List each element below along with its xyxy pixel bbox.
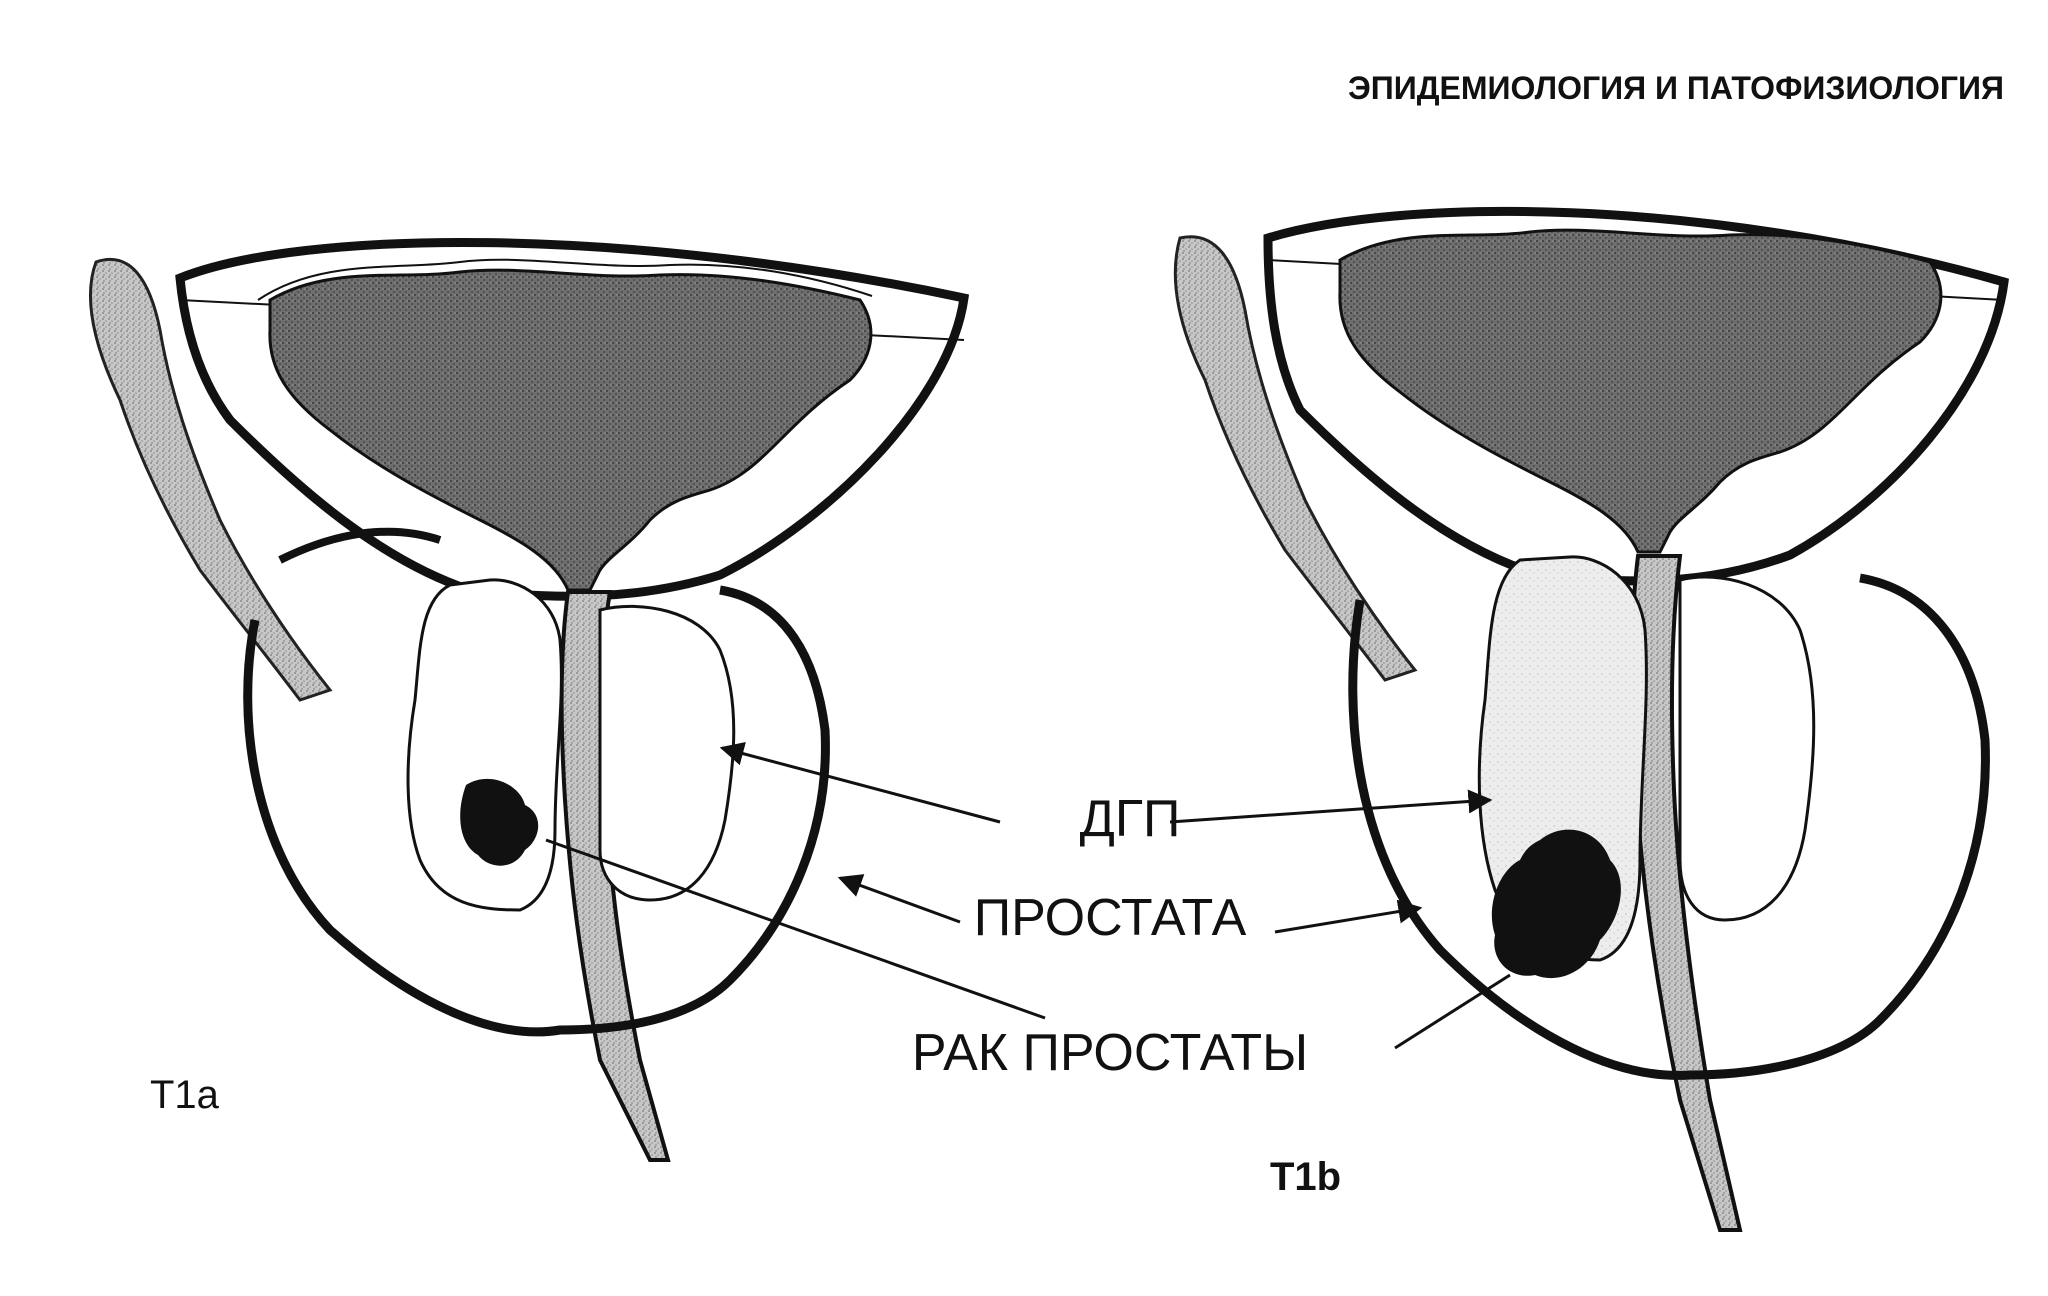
page-header: ЭПИДЕМИОЛОГИЯ И ПАТОФИЗИОЛОГИЯ [1348, 70, 2004, 106]
tumor-t1a [460, 778, 539, 866]
panel-t1a: T1a [89, 237, 970, 1162]
labels-group: ДГП ПРОСТАТА РАК ПРОСТАТЫ [545, 741, 1511, 1082]
bladder-wall [1263, 206, 2009, 586]
leader-prostate-left [837, 874, 961, 924]
transition-zone-right [598, 604, 736, 902]
label-cancer: РАК ПРОСТАТЫ [912, 1024, 1308, 1082]
leader-dgp-right [1169, 789, 1493, 824]
prostate-capsule [243, 585, 830, 1037]
bladder-wall [175, 237, 970, 601]
label-dgp: ДГП [1080, 790, 1181, 848]
panel-t1b: T1b [1173, 206, 2009, 1232]
leader-cancer-left [545, 838, 1046, 1020]
seminal-vesicle [89, 257, 333, 702]
label-prostate: ПРОСТАТА [974, 889, 1247, 947]
leader-prostate-right [1274, 899, 1423, 934]
stage-label-t1b: T1b [1270, 1155, 1341, 1199]
stage-label-t1a: T1a [150, 1073, 220, 1117]
transition-zone-right [1678, 575, 1816, 922]
tumor-t1b [1491, 829, 1621, 979]
leader-dgp-left [719, 741, 1001, 824]
leader-cancer-right [1394, 973, 1511, 1050]
bladder-lumen [1338, 228, 1943, 554]
prostate-capsule [1348, 573, 1990, 1080]
bladder-lumen [268, 268, 873, 592]
seminal-vesicle [1173, 235, 1418, 682]
